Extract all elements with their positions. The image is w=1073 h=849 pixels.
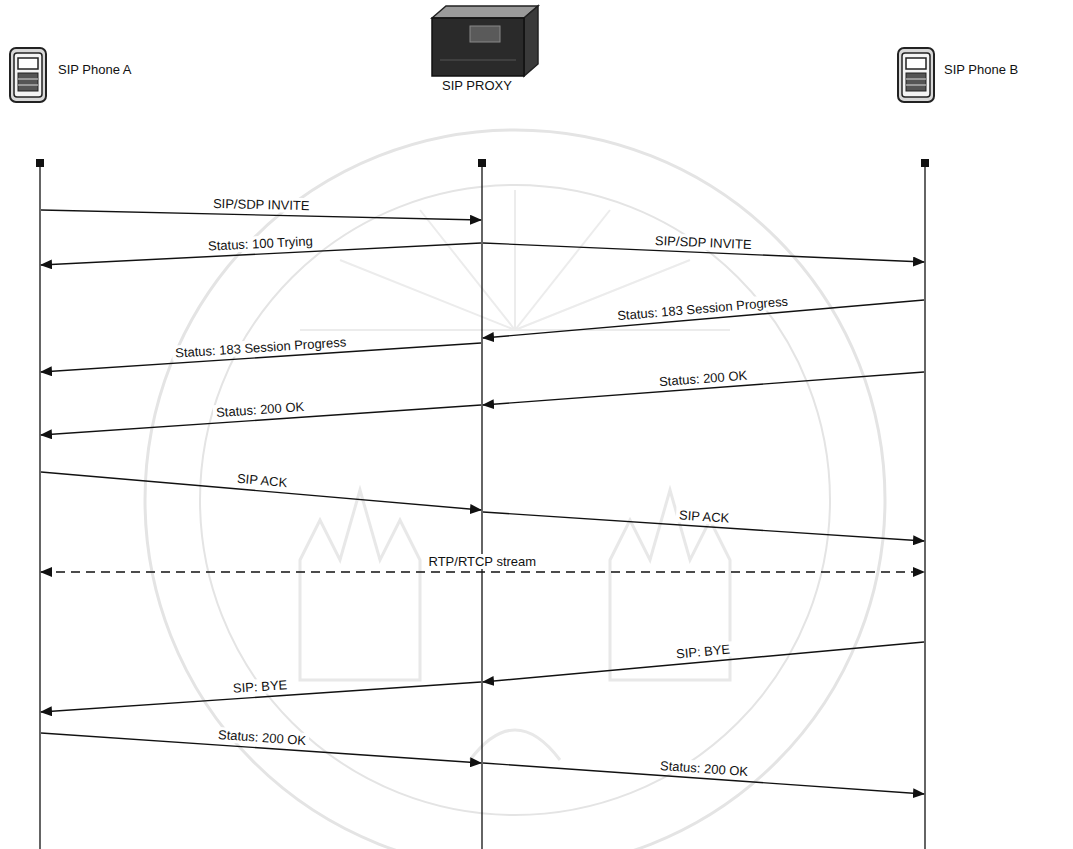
participant-name: SIP PROXY [442, 78, 512, 94]
lifeline-head [478, 159, 486, 167]
seal-ring [200, 185, 830, 815]
lifeline-heads [36, 159, 929, 167]
message-label: RTP/RTCP stream [426, 554, 540, 569]
server-icon [432, 6, 538, 76]
participant-label: SIP Phone B [944, 62, 1018, 78]
participant-name: SIP Phone A [58, 62, 132, 78]
message-arrow [483, 642, 924, 682]
watermark-seal [145, 130, 885, 849]
phone-icon [898, 48, 934, 102]
lifeline [39, 163, 40, 849]
lifeline-head [921, 159, 929, 167]
message-label: Status: 183 Session Progress [171, 334, 349, 361]
seal-ornament [470, 730, 560, 760]
message-label: SIP ACK [233, 471, 290, 491]
message-label: SIP/SDP INVITE [210, 196, 313, 213]
message-label: SIP ACK [676, 507, 733, 526]
lifeline [481, 163, 482, 849]
message-label: Status: 200 OK [213, 399, 308, 420]
message-label: SIP: BYE [230, 677, 291, 696]
lifeline [924, 163, 925, 849]
seal-ring [145, 130, 885, 849]
lifelines [40, 163, 925, 849]
phone-icon [10, 48, 46, 102]
participant-label: SIP Phone A [58, 62, 132, 78]
seal-tower [300, 490, 420, 680]
message-label: SIP/SDP INVITE [652, 232, 755, 251]
message-label: Status: 100 Trying [205, 233, 316, 254]
message-label: SIP: BYE [672, 641, 733, 661]
message-label: Status: 183 Session Progress [614, 293, 792, 323]
media-stream-arrow [41, 571, 924, 572]
participant-label: SIP PROXY [442, 78, 512, 94]
lifeline-head [36, 159, 44, 167]
participant-name: SIP Phone B [944, 62, 1018, 78]
message-label: Status: 200 OK [655, 367, 750, 389]
message-label: Status: 200 OK [657, 757, 752, 779]
message-label: Status: 200 OK [214, 727, 309, 748]
